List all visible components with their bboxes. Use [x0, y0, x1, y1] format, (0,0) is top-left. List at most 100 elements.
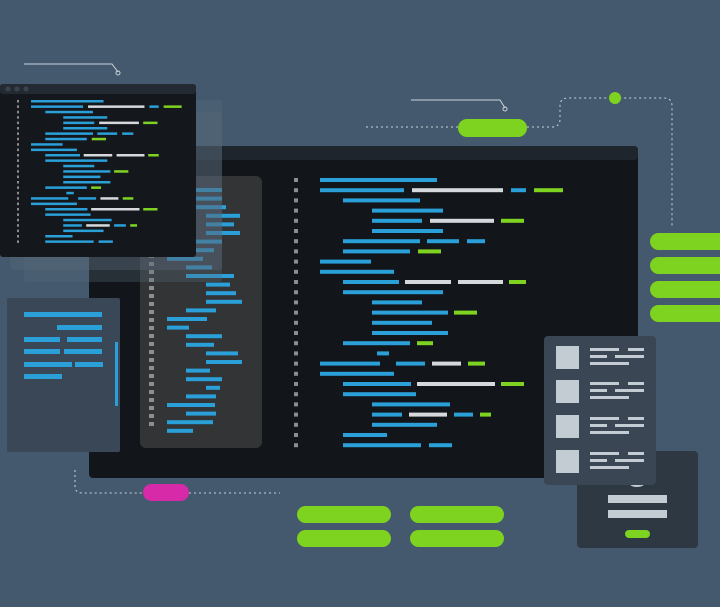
text-line — [24, 349, 60, 354]
code-token — [343, 341, 410, 346]
line-number — [17, 181, 19, 184]
code-token — [31, 105, 84, 108]
line-number — [17, 186, 19, 189]
code-token — [454, 412, 473, 417]
pill-button[interactable] — [410, 530, 504, 547]
code-token — [100, 197, 119, 200]
text-line — [628, 382, 644, 385]
text-line — [590, 389, 607, 392]
code-token — [206, 360, 242, 364]
line-number — [17, 213, 19, 216]
text-line — [24, 337, 60, 342]
line-number — [17, 235, 19, 238]
line-number — [149, 350, 154, 354]
code-token — [99, 121, 139, 125]
window-dot-icon[interactable] — [14, 86, 20, 92]
login-button[interactable] — [625, 530, 650, 538]
text-line — [24, 362, 72, 367]
code-token — [343, 382, 411, 386]
window-dot-icon[interactable] — [5, 86, 11, 92]
code-token — [372, 310, 448, 315]
line-number — [294, 351, 298, 356]
text-line — [590, 466, 629, 469]
password-field[interactable] — [608, 510, 667, 518]
code-token — [372, 422, 437, 427]
pill-button[interactable] — [410, 506, 504, 523]
code-token — [45, 137, 87, 141]
code-token — [343, 433, 387, 437]
line-number — [149, 262, 154, 266]
pill-button[interactable] — [297, 506, 391, 523]
line-number — [149, 294, 154, 298]
code-token — [78, 197, 97, 200]
code-token — [130, 224, 138, 227]
line-number — [294, 402, 298, 407]
text-line — [590, 417, 619, 420]
code-token — [418, 249, 441, 254]
top-pill-button[interactable] — [458, 119, 527, 137]
code-token — [88, 105, 145, 108]
pill-button[interactable] — [650, 305, 720, 322]
scrollbar[interactable] — [115, 342, 118, 406]
code-token — [143, 208, 158, 211]
line-number — [149, 342, 154, 346]
code-token — [196, 188, 222, 192]
pill-button[interactable] — [650, 233, 720, 250]
code-token — [66, 191, 74, 195]
code-token — [196, 205, 226, 210]
code-token — [97, 132, 118, 135]
code-token — [343, 198, 420, 203]
code-token — [412, 188, 503, 193]
code-token — [320, 361, 380, 366]
code-token — [186, 274, 234, 278]
pill-button[interactable] — [297, 530, 391, 547]
main-editor-window — [89, 146, 638, 478]
line-number — [17, 127, 19, 130]
text-line — [590, 396, 629, 399]
pill-button[interactable] — [650, 281, 720, 298]
code-token — [501, 218, 524, 223]
line-number — [17, 218, 19, 222]
code-token — [63, 116, 108, 119]
line-number — [149, 414, 154, 418]
code-token — [377, 351, 389, 356]
window-dot-icon[interactable] — [23, 86, 29, 92]
text-line — [75, 362, 103, 367]
line-number — [294, 331, 298, 335]
code-token — [206, 291, 236, 296]
code-token — [63, 218, 112, 222]
line-number — [149, 286, 154, 290]
pill-button[interactable] — [650, 257, 720, 274]
code-token — [432, 361, 461, 366]
line-number — [17, 170, 19, 173]
line-number — [294, 422, 298, 427]
line-number — [149, 366, 154, 370]
username-field[interactable] — [608, 495, 667, 503]
code-token — [186, 334, 222, 339]
line-number — [149, 302, 154, 306]
line-number — [294, 371, 298, 376]
code-token — [63, 224, 82, 227]
line-number — [149, 310, 154, 314]
code-token — [206, 222, 234, 227]
code-token — [186, 265, 212, 270]
pink-pill-button[interactable] — [143, 484, 189, 501]
line-number — [149, 398, 154, 402]
line-number — [294, 269, 298, 274]
code-token — [186, 308, 216, 313]
code-token — [372, 412, 402, 417]
image-placeholder-icon — [556, 380, 579, 403]
code-token — [45, 235, 73, 238]
line-number — [149, 318, 154, 322]
code-token — [458, 280, 503, 284]
code-token — [396, 361, 425, 366]
code-token — [196, 196, 222, 201]
line-number — [17, 110, 19, 114]
window-title-bar — [0, 84, 196, 94]
line-number — [149, 422, 154, 426]
code-token — [429, 443, 452, 448]
text-line — [57, 325, 102, 330]
line-number — [294, 412, 298, 417]
line-number — [294, 433, 298, 437]
